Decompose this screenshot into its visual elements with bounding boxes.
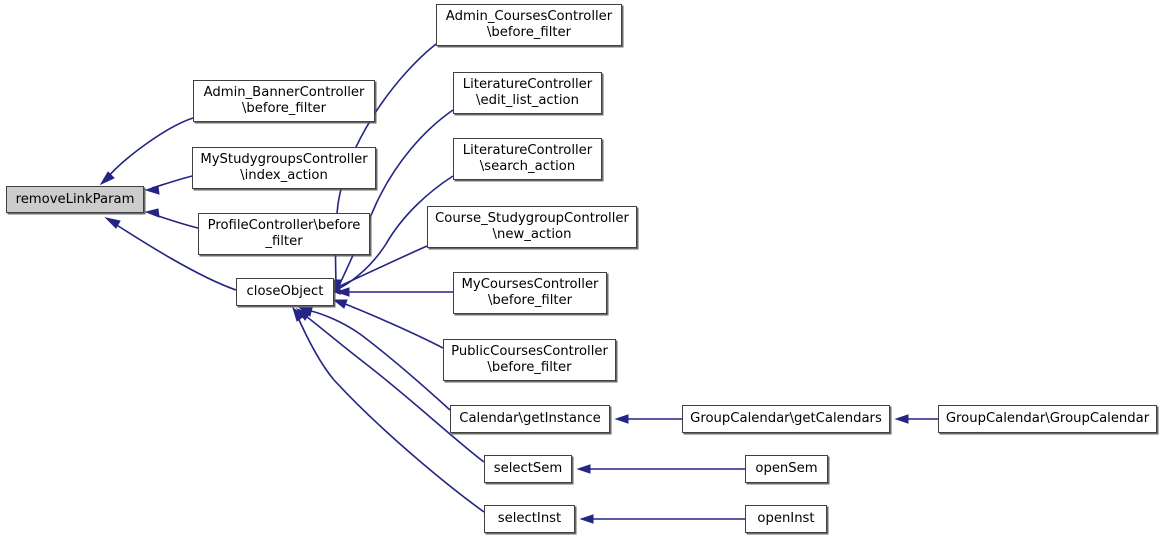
graph-node-label: ProfileController\before _filter xyxy=(207,218,361,249)
graph-node-removeLinkParam[interactable]: removeLinkParam xyxy=(6,186,144,213)
graph-node-label: GroupCalendar\GroupCalendar xyxy=(945,411,1150,426)
edge-profileController-to-removeLinkParam xyxy=(144,208,199,229)
arrowhead-icon xyxy=(99,171,115,186)
arrowhead-icon xyxy=(614,414,629,424)
edge-groupCalendarGroupCalendar-to-groupCalendarGetCalendars xyxy=(894,414,938,424)
graph-node-label: removeLinkParam xyxy=(15,191,135,207)
edge-publicCourses-to-closeObject xyxy=(332,299,444,349)
graph-node-label: PublicCoursesController \before_filter xyxy=(451,344,608,375)
graph-node-publicCourses[interactable]: PublicCoursesController \before_filter xyxy=(443,339,616,381)
graph-node-label: openSem xyxy=(755,461,818,476)
edge-calendarGetInstance-to-closeObject xyxy=(298,307,451,411)
graph-node-courseStudygroup[interactable]: Course_StudygroupController \new_action xyxy=(427,206,637,248)
arrowhead-icon xyxy=(894,414,909,424)
graph-node-label: closeObject xyxy=(246,284,324,299)
edge-myCourses-to-closeObject xyxy=(335,287,453,297)
arrowhead-icon xyxy=(144,208,160,218)
graph-node-label: openInst xyxy=(757,511,815,526)
graph-node-openSem[interactable]: openSem xyxy=(745,455,828,483)
edge-line xyxy=(339,245,428,287)
graph-node-adminBanner[interactable]: Admin_BannerController \before_filter xyxy=(193,80,375,122)
graph-node-groupCalendarGroupCalendar[interactable]: GroupCalendar\GroupCalendar xyxy=(938,405,1157,433)
graph-node-label: MyStudygroupsController \index_action xyxy=(200,152,368,183)
graph-node-adminCourses[interactable]: Admin_CoursesController \before_filter xyxy=(436,4,622,46)
arrowhead-icon xyxy=(335,287,350,297)
edge-line xyxy=(305,309,451,411)
graph-node-label: MyCoursesController \before_filter xyxy=(461,277,599,308)
graph-node-openInst[interactable]: openInst xyxy=(745,505,827,533)
edge-groupCalendarGetCalendars-to-calendarGetInstance xyxy=(614,414,682,424)
graph-node-label: GroupCalendar\getCalendars xyxy=(690,411,882,426)
graph-node-label: Calendar\getInstance xyxy=(459,411,601,426)
edge-line xyxy=(105,117,194,180)
graph-node-groupCalendarGetCalendars[interactable]: GroupCalendar\getCalendars xyxy=(682,405,890,433)
edge-line xyxy=(337,109,454,289)
arrowhead-icon xyxy=(576,464,591,474)
graph-node-myStudygroups[interactable]: MyStudygroupsController \index_action xyxy=(192,147,376,189)
graph-node-label: Course_StudygroupController \new_action xyxy=(435,211,629,242)
graph-node-label: LiteratureController \edit_list_action xyxy=(462,77,593,108)
graph-node-label: selectInst xyxy=(497,511,562,526)
graph-node-label: Admin_CoursesController \before_filter xyxy=(445,9,613,40)
graph-node-profileController[interactable]: ProfileController\before _filter xyxy=(198,213,370,255)
graph-node-closeObject[interactable]: closeObject xyxy=(236,278,334,306)
edge-line xyxy=(301,312,485,463)
arrowhead-icon xyxy=(144,185,160,195)
edge-openInst-to-selectInst xyxy=(579,514,745,524)
graph-node-literatureSearch[interactable]: LiteratureController \search_action xyxy=(453,138,602,180)
edge-line xyxy=(295,312,485,513)
graph-node-calendarGetInstance[interactable]: Calendar\getInstance xyxy=(450,405,610,433)
graph-node-label: LiteratureController \search_action xyxy=(462,143,593,174)
edge-line xyxy=(111,221,237,291)
edge-courseStudygroup-to-closeObject xyxy=(331,245,428,294)
graph-node-myCourses[interactable]: MyCoursesController \before_filter xyxy=(453,272,607,314)
arrowhead-icon xyxy=(332,299,348,309)
arrowhead-icon xyxy=(104,217,121,229)
graph-node-label: selectSem xyxy=(493,461,563,476)
edge-adminBanner-to-removeLinkParam xyxy=(99,117,194,186)
edge-closeObject-to-removeLinkParam xyxy=(104,217,237,291)
graph-node-selectSem[interactable]: selectSem xyxy=(484,455,572,483)
edge-selectSem-to-closeObject xyxy=(295,308,485,463)
graph-node-label: Admin_BannerController \before_filter xyxy=(203,85,365,116)
arrowhead-icon xyxy=(579,514,594,524)
edge-line xyxy=(339,301,444,349)
edge-selectInst-to-closeObject xyxy=(292,306,485,513)
graph-node-selectInst[interactable]: selectInst xyxy=(484,505,575,533)
edge-openSem-to-selectSem xyxy=(576,464,745,474)
arrowhead-icon xyxy=(292,306,305,322)
arrowhead-icon xyxy=(331,279,342,294)
graph-node-literatureEdit[interactable]: LiteratureController \edit_list_action xyxy=(453,72,602,114)
edge-myStudygroups-to-removeLinkParam xyxy=(144,175,193,195)
edge-literatureEdit-to-closeObject xyxy=(331,109,454,296)
